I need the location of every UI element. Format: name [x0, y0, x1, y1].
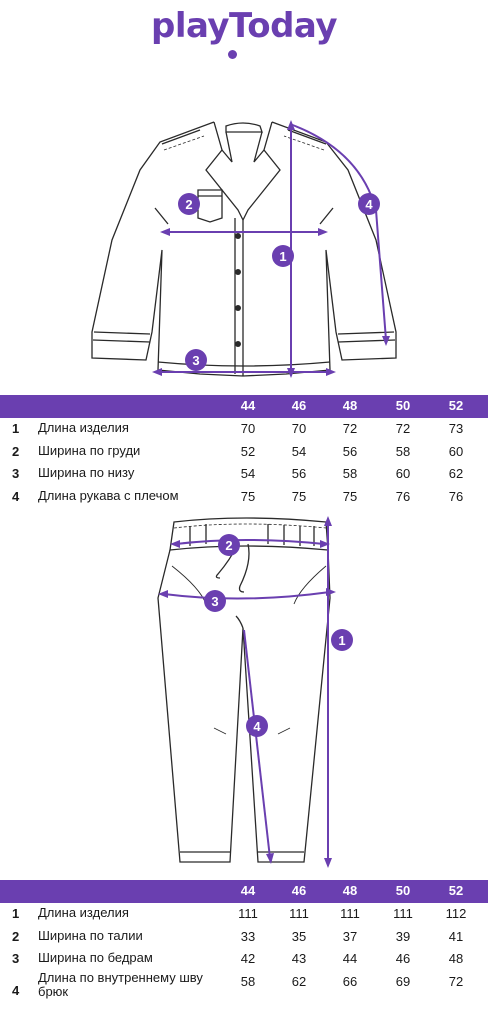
jacket-size-table: 44 46 48 50 52 1 Длина изделия 70 70 72 …	[0, 395, 488, 508]
cell-value: 48	[448, 951, 464, 966]
row-label: Ширина по груди	[38, 442, 141, 458]
cell-value: 111	[340, 906, 360, 921]
pants-size-table: 44 46 48 50 52 1 Длина изделия 111 111 1…	[0, 880, 488, 1011]
size-header: 46	[291, 398, 307, 413]
row-number: 1	[12, 421, 20, 436]
jacket-marker-4: 4	[358, 193, 380, 215]
cell-value: 76	[448, 488, 464, 504]
row-number: 4	[12, 982, 20, 998]
pants-table-header: 44 46 48 50 52	[0, 880, 488, 903]
jacket-table-header: 44 46 48 50 52	[0, 395, 488, 418]
table-row: 4 Длина по внутреннему шву брюк 58 62 66…	[0, 969, 488, 1011]
svg-text:1: 1	[279, 249, 286, 264]
cell-value: 44	[342, 951, 358, 966]
cell-value: 75	[342, 488, 358, 504]
pants-drawing: 1 2 3 4	[157, 516, 353, 868]
svg-text:4: 4	[253, 719, 261, 734]
row-number: 3	[12, 951, 20, 966]
table-row: 1 Длина изделия 70 70 72 72 73	[0, 418, 488, 441]
svg-text:3: 3	[211, 594, 218, 609]
cell-value: 112	[445, 906, 467, 921]
svg-text:1: 1	[338, 633, 345, 648]
size-header: 44	[240, 883, 256, 898]
cell-value: 73	[448, 421, 464, 436]
cell-value: 111	[393, 906, 413, 921]
table-row: 2 Ширина по талии 33 35 37 39 41	[0, 926, 488, 949]
cell-value: 72	[342, 421, 358, 436]
svg-text:3: 3	[192, 353, 199, 368]
pants-marker-4: 4	[246, 715, 268, 737]
cell-value: 54	[240, 466, 256, 481]
cell-value: 54	[291, 443, 307, 459]
cell-value: 60	[395, 466, 411, 481]
size-header: 46	[291, 883, 307, 898]
cell-value: 58	[395, 443, 411, 459]
row-number: 1	[12, 906, 20, 921]
cell-value: 75	[240, 488, 256, 504]
cell-value: 56	[342, 443, 358, 459]
cell-value: 42	[240, 951, 256, 966]
cell-value: 33	[240, 928, 256, 944]
table-row: 4 Длина рукава с плечом 75 75 75 76 76	[0, 486, 488, 509]
size-header: 50	[395, 398, 411, 413]
cell-value: 60	[448, 443, 464, 459]
row-number: 2	[12, 443, 20, 459]
cell-value: 46	[395, 951, 411, 966]
cell-value: 43	[291, 951, 307, 966]
row-label: Длина по внутреннему шву брюк	[38, 969, 203, 999]
cell-value: 75	[291, 488, 307, 504]
size-header: 48	[342, 883, 358, 898]
cell-value: 58	[342, 466, 358, 481]
size-header: 48	[342, 398, 358, 413]
table-row: 3 Ширина по низу 54 56 58 60 62	[0, 463, 488, 486]
size-header: 52	[448, 398, 464, 413]
logo-dot	[228, 50, 237, 59]
row-label: Ширина по бедрам	[38, 950, 153, 965]
cell-value: 66	[342, 973, 358, 989]
cell-value: 76	[395, 488, 411, 504]
cell-value: 62	[448, 466, 464, 481]
size-header: 50	[395, 883, 411, 898]
cell-value: 41	[448, 928, 464, 944]
jacket-drawing: 1 2 3 4	[91, 120, 397, 378]
row-label: Длина изделия	[38, 420, 129, 435]
cell-value: 35	[291, 928, 307, 944]
svg-text:4: 4	[365, 197, 373, 212]
row-label: Длина рукава с плечом	[38, 487, 179, 503]
cell-value: 111	[289, 906, 309, 921]
cell-value: 62	[291, 973, 307, 989]
table-row: 2 Ширина по груди 52 54 56 58 60	[0, 441, 488, 464]
cell-value: 56	[291, 466, 307, 481]
svg-text:2: 2	[225, 538, 232, 553]
pants-marker-1: 1	[331, 629, 353, 651]
cell-value: 72	[395, 421, 411, 436]
jacket-marker-3: 3	[185, 349, 207, 371]
size-header: 44	[240, 398, 256, 413]
cell-value: 58	[240, 973, 256, 989]
logo-text: playToday	[151, 6, 338, 46]
cell-value: 39	[395, 928, 411, 944]
cell-value: 69	[395, 973, 411, 989]
cell-value: 72	[448, 973, 464, 989]
cell-value: 37	[342, 928, 358, 944]
row-label: Ширина по талии	[38, 927, 143, 943]
jacket-marker-1: 1	[272, 245, 294, 267]
cell-value: 111	[238, 906, 258, 921]
cell-value: 52	[240, 443, 256, 459]
cell-value: 70	[240, 421, 256, 436]
row-number: 2	[12, 928, 20, 944]
table-row: 3 Ширина по бедрам 42 43 44 46 48	[0, 948, 488, 971]
row-label: Длина изделия	[38, 905, 129, 920]
row-label: Ширина по низу	[38, 465, 135, 480]
brand-logo: playToday	[0, 2, 488, 62]
pants-marker-2: 2	[218, 534, 240, 556]
size-header: 52	[448, 883, 464, 898]
table-row: 1 Длина изделия 111 111 111 111 112	[0, 903, 488, 926]
pants-marker-3: 3	[204, 590, 226, 612]
row-number: 4	[12, 488, 20, 504]
cell-value: 70	[291, 421, 307, 436]
svg-text:2: 2	[185, 197, 192, 212]
jacket-marker-2: 2	[178, 193, 200, 215]
row-number: 3	[12, 466, 20, 481]
